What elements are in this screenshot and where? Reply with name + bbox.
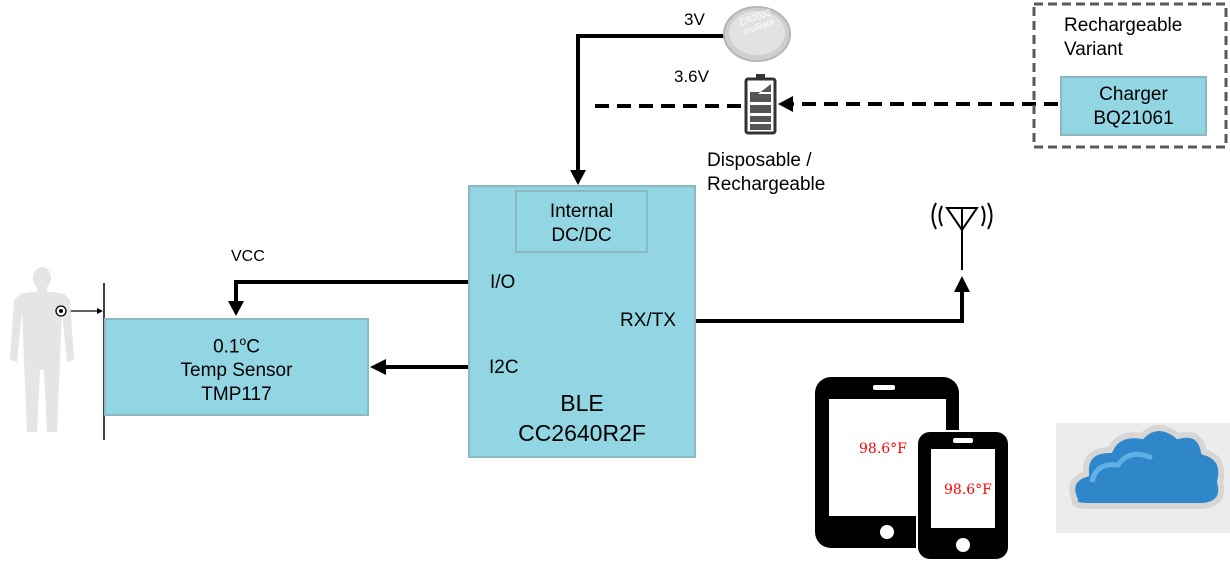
rechargeable-variant-title: Rechargeable Variant: [1064, 14, 1182, 62]
charger-label-line2: BQ21061: [1093, 108, 1174, 129]
battery-caption-line2: Rechargeable: [707, 174, 826, 195]
rxtx-pin-label: RX/TX: [620, 310, 676, 331]
coin-cell-battery-icon: [723, 6, 791, 62]
battery-voltage-label: 3.6V: [674, 67, 709, 86]
rechargeable-variant-title-line1: Rechargeable: [1064, 15, 1183, 36]
rechargeable-variant-title-line2: Variant: [1064, 39, 1123, 60]
phone-temp-reading: 98.6°F: [944, 482, 992, 498]
battery-caption-line1: Disposable /: [707, 150, 812, 171]
charger-block: Charger BQ21061: [1060, 76, 1207, 136]
vcc-label: VCC: [231, 248, 265, 265]
temp-sensor-part: TMP117: [201, 384, 272, 406]
rxtx-arrowhead: [954, 276, 970, 292]
temp-sensor-resolution-value: 0.1: [213, 336, 240, 358]
charger-dashed-arrowhead: [778, 96, 793, 112]
tablet-temp-reading: 98.6°F: [859, 441, 907, 457]
cloud-icon: [1056, 423, 1230, 533]
antenna-icon: [931, 202, 993, 270]
probe-arrowhead: [97, 308, 103, 314]
ble-name-line2: CC2640R2F: [518, 420, 646, 446]
vcc-arrowhead: [228, 301, 244, 316]
i2c-arrowhead: [370, 359, 386, 375]
temp-sensor-resolution: 0.1oC: [106, 329, 367, 359]
rxtx-line: [695, 290, 964, 323]
temp-sensor-label: Temp Sensor: [180, 360, 293, 382]
i2c-pin-label: I2C: [489, 357, 519, 378]
phone-icon: [916, 430, 1010, 561]
battery-caption: Disposable / Rechargeable: [707, 149, 825, 197]
coin-power-arrowhead: [570, 170, 586, 185]
ble-name-line1: BLE: [560, 390, 604, 416]
coin-power-line: [576, 34, 724, 172]
temp-sensor-block: 0.1oC Temp Sensor TMP117: [104, 318, 369, 416]
dcdc-label-line2: DC/DC: [551, 225, 612, 246]
io-pin-label: I/O: [490, 272, 516, 293]
vcc-line: [234, 280, 470, 303]
temp-sensor-resolution-unit: C: [246, 336, 260, 358]
human-body-icon: [10, 267, 74, 432]
dcdc-block: Internal DC/DC: [515, 190, 648, 253]
coin-cell-voltage-label: 3V: [684, 10, 705, 29]
battery-icon: [744, 74, 777, 135]
dcdc-label-line1: Internal: [549, 201, 614, 222]
ble-name: BLE CC2640R2F: [468, 388, 696, 448]
temp-sensor-resolution-sup: o: [239, 334, 247, 348]
charger-label-line1: Charger: [1099, 84, 1168, 105]
